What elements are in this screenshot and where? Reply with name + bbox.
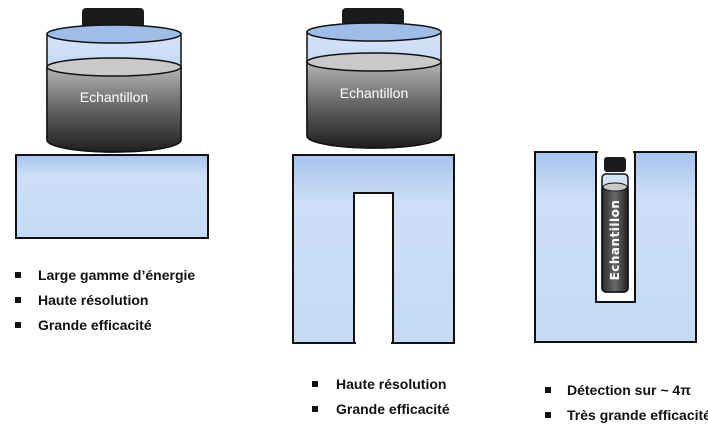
feature-list-2: Haute résolution Grande efficacité [312,376,450,417]
feature-1-3: Grande efficacité [38,317,152,333]
feature-2-1: Haute résolution [336,376,446,392]
sample-surface-2 [306,52,442,72]
bullet-icon [15,272,21,278]
bullet-icon [545,387,551,393]
feature-1-1: Large gamme d’énergie [38,267,195,283]
bullet-icon [545,412,551,418]
config-flat: Echantillon Large gamme d’énergie Haute … [15,8,209,333]
sample-surface-1 [46,57,182,77]
vial-top-1 [46,24,182,44]
vial-top-2 [306,22,442,42]
bullet-icon [312,381,318,387]
sample-label-3: Echantillon [608,200,622,281]
feature-list-1: Large gamme d’énergie Haute résolution G… [15,267,195,333]
feature-1-2: Haute résolution [38,292,148,308]
bullet-icon [15,297,21,303]
sample-cap-3 [604,157,626,172]
well-cavity [353,192,394,344]
feature-2-2: Grande efficacité [336,401,450,417]
sample-label-2: Echantillon [340,85,409,101]
config-inserted: Echantillon Détection sur ~ 4π Très gran… [534,150,708,423]
sample-container-2: Echantillon [306,8,442,149]
sample-body-2 [306,61,442,149]
feature-3-2: Très grande efficacité [567,407,708,423]
feature-3-1: Détection sur ~ 4π [567,382,691,398]
bullet-icon [15,322,21,328]
sample-surface-3 [602,182,628,192]
sample-label-1: Echantillon [80,89,149,105]
sample-body-1 [46,66,182,153]
flat-detector [15,154,209,239]
bullet-icon [312,406,318,412]
sample-container-3: Echantillon [601,157,629,293]
feature-list-3: Détection sur ~ 4π Très grande efficacit… [545,382,708,423]
sample-container-1: Echantillon [46,8,182,153]
config-well: Echantillon Haute résolution Grande effi… [292,8,455,417]
